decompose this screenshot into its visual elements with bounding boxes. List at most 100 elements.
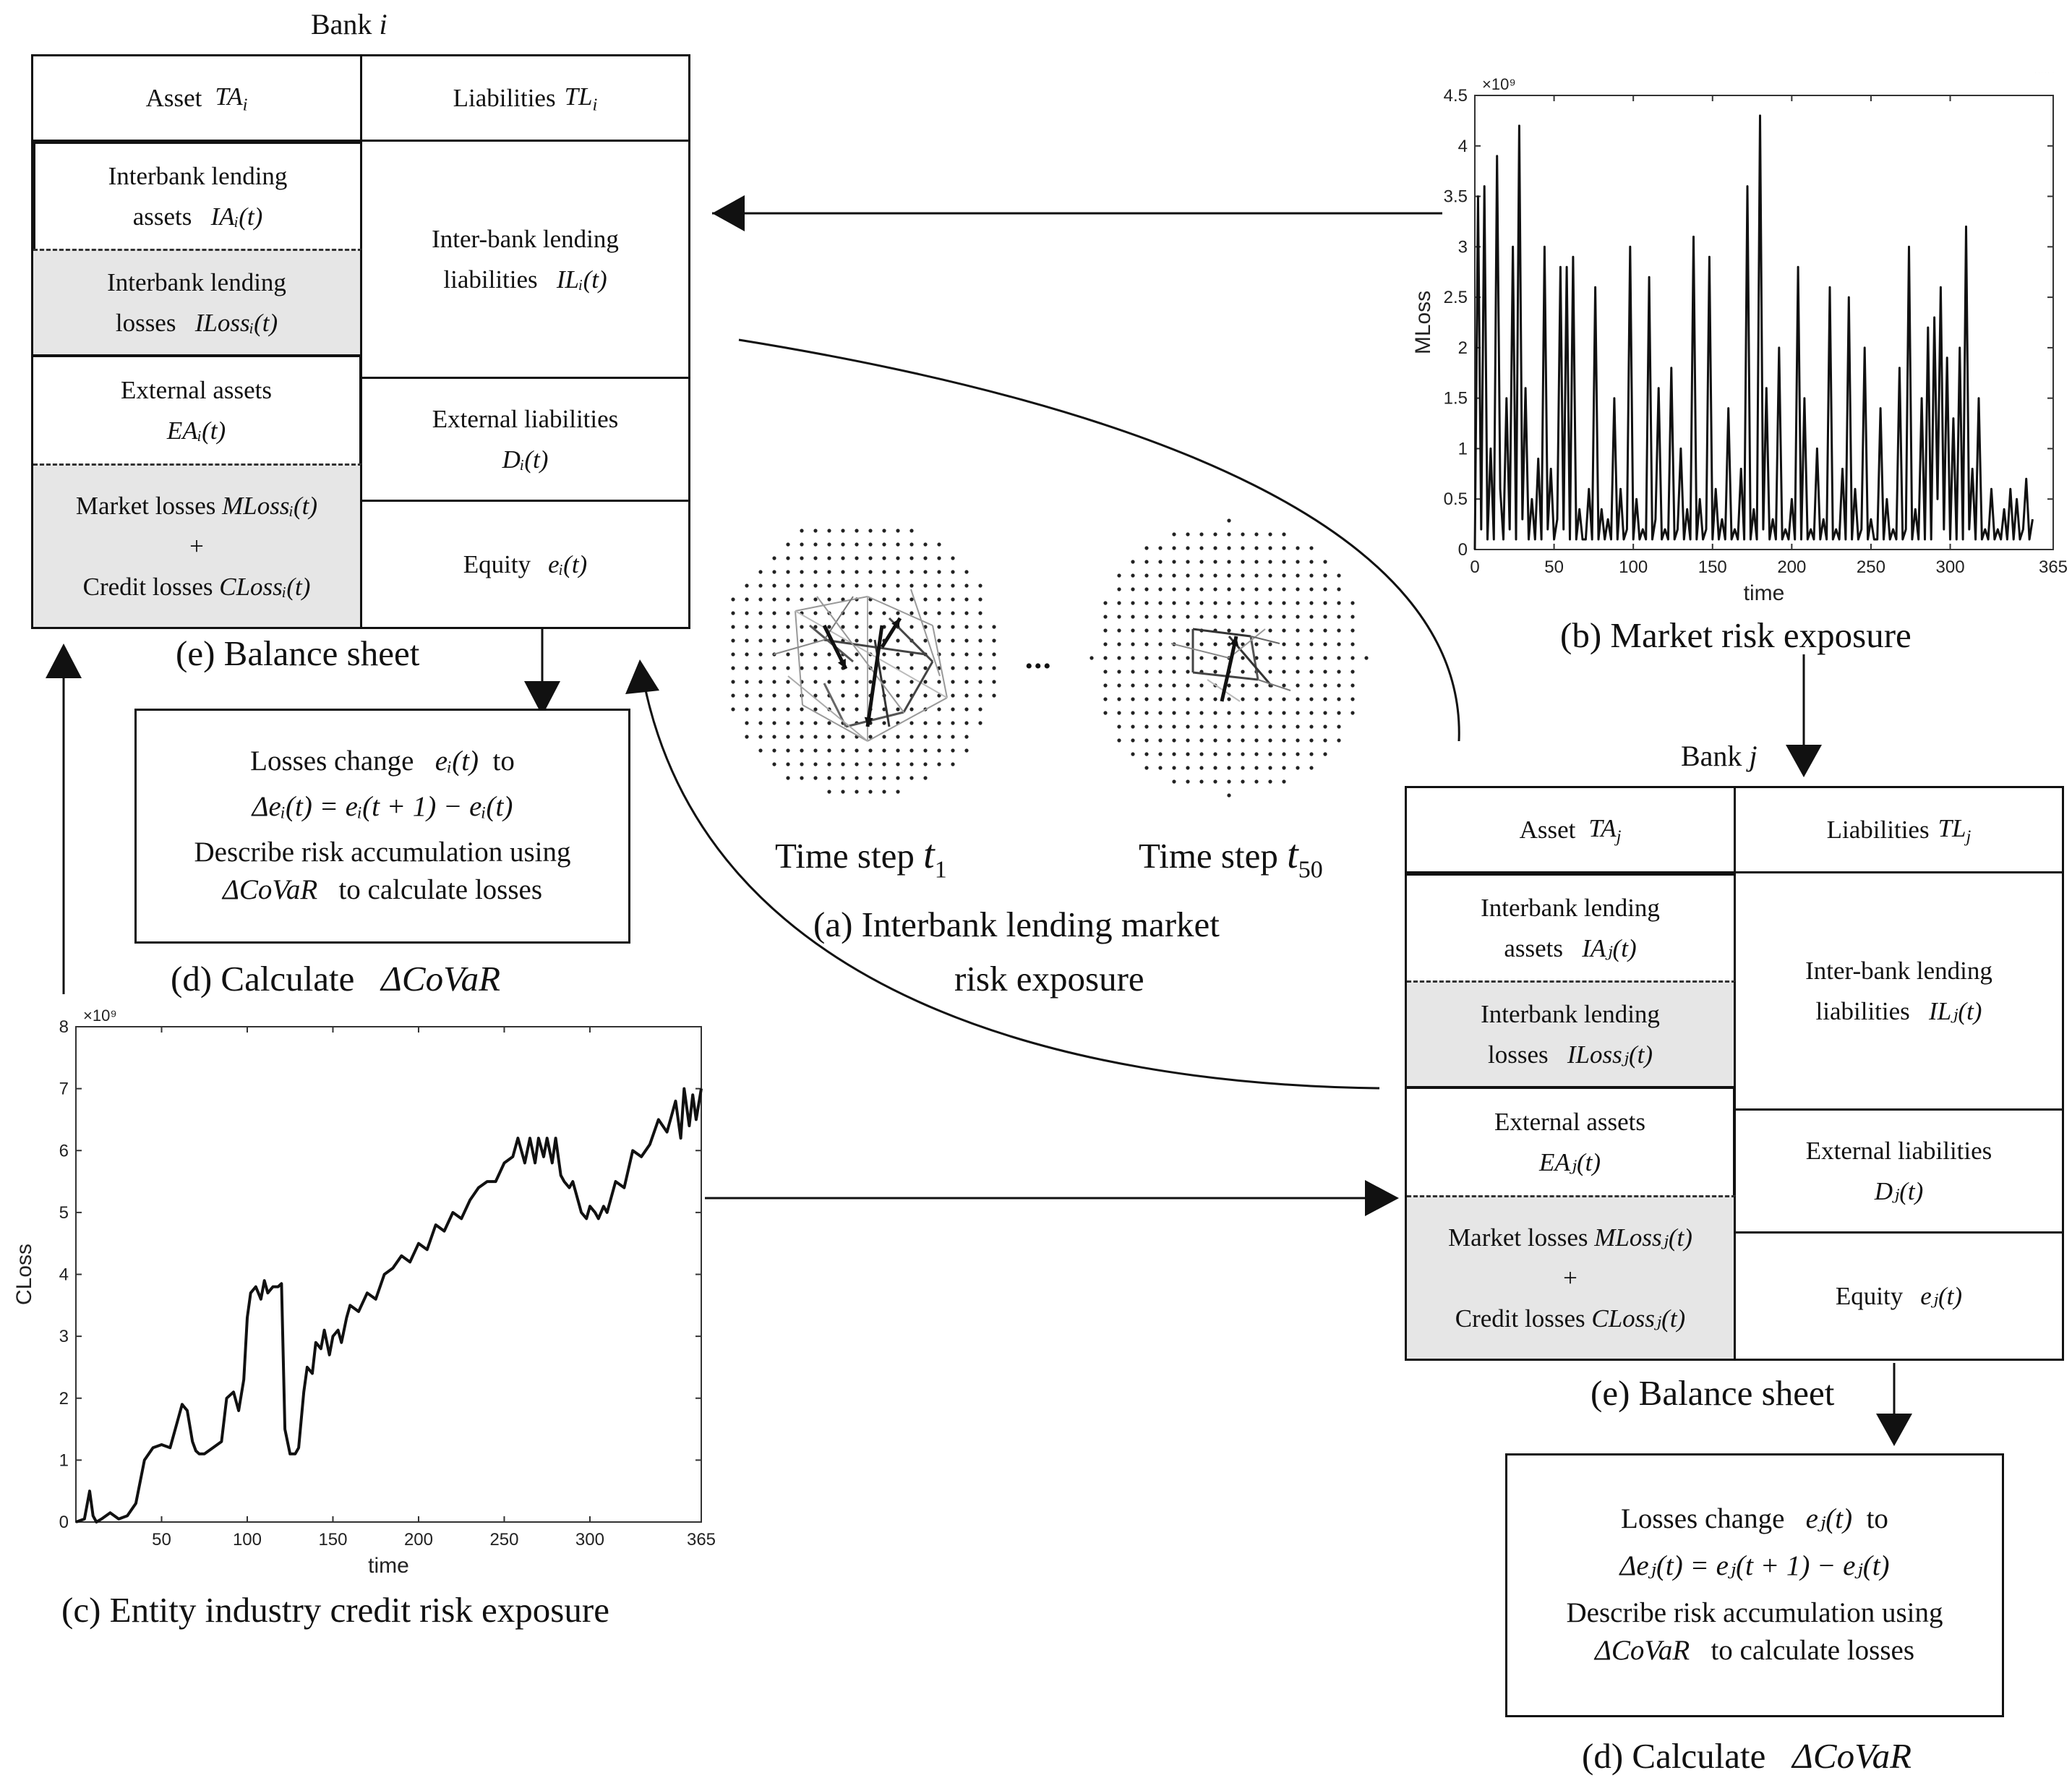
network-node xyxy=(1172,532,1176,537)
network-node xyxy=(745,638,749,643)
network-node xyxy=(1268,532,1272,537)
network-node xyxy=(1282,766,1286,770)
network-node xyxy=(923,666,928,670)
network-node xyxy=(951,638,955,643)
network-node xyxy=(1227,573,1231,578)
network-node xyxy=(1282,573,1286,578)
network-node xyxy=(923,776,928,780)
network-node xyxy=(978,680,983,684)
liab-header-label: Liabilities xyxy=(1826,815,1930,844)
network-node xyxy=(992,693,996,698)
network-node xyxy=(951,556,955,560)
network-node xyxy=(1323,670,1327,674)
network-node xyxy=(1323,697,1327,701)
network-node xyxy=(1323,628,1327,633)
network-node xyxy=(1282,670,1286,674)
y-tick-label: 2.5 xyxy=(1444,288,1468,307)
covar-j-line3: Describe risk accumulation using xyxy=(1566,1596,1943,1628)
network-node xyxy=(1337,670,1341,674)
network-node xyxy=(1350,615,1355,619)
network-node xyxy=(855,625,859,629)
network-node xyxy=(827,680,831,684)
network-node xyxy=(951,611,955,615)
network-node xyxy=(1227,642,1231,646)
network-node xyxy=(758,707,763,711)
network-node xyxy=(882,748,886,753)
network-node xyxy=(992,638,996,643)
network-node xyxy=(1309,573,1314,578)
bank-j-ib-assets: Interbank lending assets IAⱼ(t) xyxy=(1407,873,1736,980)
network-node xyxy=(1268,615,1272,619)
bank-i-ib-losses: Interbank lending losses ILossᵢ(t) xyxy=(33,249,362,357)
network-node xyxy=(1131,573,1135,578)
network-t1 xyxy=(731,529,996,794)
network-node xyxy=(1103,683,1108,688)
network-node xyxy=(1199,779,1204,784)
curve-bank-j-to-bank-i xyxy=(641,672,1380,1090)
x-tick-label: 250 xyxy=(1857,557,1885,577)
network-node xyxy=(882,556,886,560)
arrow-head-credit-to-bank-j xyxy=(1365,1180,1399,1216)
network-node xyxy=(868,680,873,684)
network-node xyxy=(882,542,886,547)
network-node xyxy=(1309,615,1314,619)
network-edge xyxy=(795,610,803,706)
network-node xyxy=(1282,601,1286,605)
network-node xyxy=(827,556,831,560)
network-node xyxy=(1186,615,1190,619)
network-node xyxy=(1337,573,1341,578)
network-node xyxy=(731,666,735,670)
network-node xyxy=(1131,587,1135,591)
network-node xyxy=(1172,766,1176,770)
network-node xyxy=(951,762,955,766)
x-tick-label: 0 xyxy=(1470,557,1479,577)
network-edge xyxy=(1250,636,1280,644)
network-node xyxy=(1337,642,1341,646)
network-node xyxy=(800,776,804,780)
network-node xyxy=(978,625,983,629)
network-node xyxy=(786,584,790,588)
network-node xyxy=(1282,738,1286,743)
network-node xyxy=(1350,628,1355,633)
network-node xyxy=(1268,656,1272,660)
network-node xyxy=(882,666,886,670)
network-node xyxy=(923,748,928,753)
y-tick-label: 1 xyxy=(59,1450,69,1470)
network-node xyxy=(1296,670,1300,674)
network-node xyxy=(1254,724,1259,729)
bank-j-equity: Equity eⱼ(t) xyxy=(1736,1234,2062,1359)
network-node xyxy=(1268,697,1272,701)
network-node xyxy=(1296,573,1300,578)
x-tick-label: 300 xyxy=(575,1530,604,1550)
network-node xyxy=(827,776,831,780)
network-node xyxy=(1186,670,1190,674)
network-node xyxy=(1186,683,1190,688)
network-node xyxy=(978,597,983,602)
network-node xyxy=(813,707,818,711)
network-node xyxy=(1337,628,1341,633)
network-node xyxy=(1282,560,1286,564)
network-node xyxy=(800,556,804,560)
network-node xyxy=(827,570,831,574)
market-chart-caption: (b) Market risk exposure xyxy=(1560,615,1912,655)
network-node xyxy=(1309,766,1314,770)
network-node xyxy=(1144,560,1149,564)
asset-header-var: TAi xyxy=(215,82,248,115)
network-node xyxy=(896,611,900,615)
network-node xyxy=(855,693,859,698)
network-node xyxy=(1254,752,1259,756)
network-node xyxy=(827,666,831,670)
network-node xyxy=(1144,656,1149,660)
bank-j-caption: (e) Balance sheet xyxy=(1591,1373,1835,1413)
ib-losses-line1: Interbank lending xyxy=(107,268,286,296)
network-node xyxy=(1117,587,1121,591)
arrow-head-credit-to-bank-i xyxy=(46,644,82,678)
x-tick-label: 150 xyxy=(318,1530,347,1550)
network-node xyxy=(1241,532,1245,537)
network-node xyxy=(745,597,749,602)
network-node xyxy=(896,529,900,533)
network-node xyxy=(1158,724,1163,729)
network-node xyxy=(909,680,914,684)
liab-header-var: TLj xyxy=(1938,814,1972,847)
